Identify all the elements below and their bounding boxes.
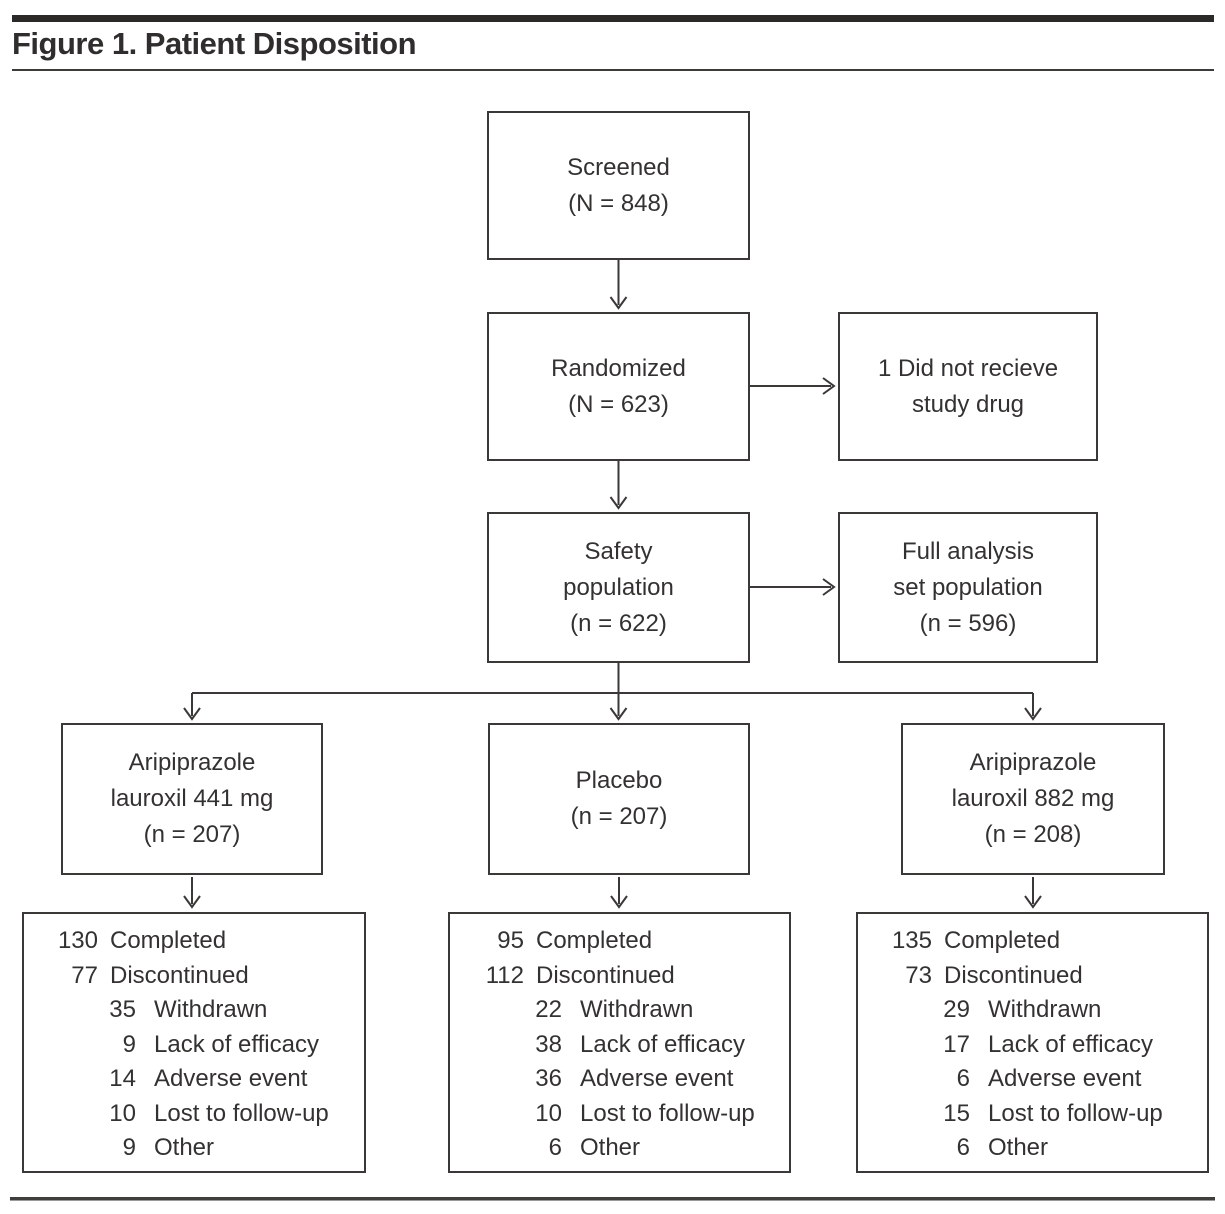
arm-441-count: (n = 207)	[143, 821, 241, 848]
did-not-receive-line2: study drug	[911, 390, 1025, 418]
arm-882-count: (n = 208)	[984, 821, 1082, 848]
bottom-rule-bar	[10, 1197, 1215, 1201]
arrowhead-safety-fas	[822, 578, 836, 596]
safety-line1: Safety	[584, 537, 653, 565]
placebo-box: Placebo (n = 207)	[488, 723, 750, 875]
did-not-receive-line1: 1 Did not recieve	[877, 354, 1059, 382]
arm-882-line1: Aripiprazole	[969, 749, 1097, 776]
full-analysis-box: Full analysis set population (n = 596)	[838, 512, 1098, 663]
arrowhead-arm441-outcomes	[183, 895, 201, 909]
arm-441-box: Aripiprazole lauroxil 441 mg (n = 207)	[61, 723, 323, 875]
full-analysis-line1: Full analysis	[901, 537, 1035, 565]
arrowhead-randomized-safety	[609, 496, 628, 510]
screened-box: Screened (N = 848)	[487, 111, 750, 260]
top-rule-bar	[12, 15, 1214, 22]
figure-title: Figure 1. Patient Disposition	[12, 26, 417, 61]
arrowhead-arm441	[183, 707, 201, 721]
arrowhead-placebo-outcomes	[610, 895, 628, 909]
safety-population-box: Safety population (n = 622)	[487, 512, 750, 663]
arm-882-line2: lauroxil 882 mg	[951, 785, 1115, 812]
arrowhead-placebo	[609, 707, 628, 721]
arrowhead-arm882-outcomes	[1024, 895, 1042, 909]
randomized-count: (N = 623)	[568, 390, 669, 418]
safety-count: (n = 622)	[570, 609, 667, 637]
screened-label: Screened	[567, 153, 670, 181]
full-analysis-line2: set population	[893, 573, 1043, 601]
arm-882-box: Aripiprazole lauroxil 882 mg (n = 208)	[901, 723, 1165, 875]
randomized-box: Randomized (N = 623)	[487, 312, 750, 461]
full-analysis-count: (n = 596)	[919, 609, 1017, 637]
arm-441-line1: Aripiprazole	[128, 749, 256, 776]
arrowhead-screened-randomized	[609, 296, 628, 310]
arrowhead-arm882	[1024, 707, 1042, 721]
title-underline	[12, 69, 1214, 71]
arm-441-line2: lauroxil 441 mg	[110, 785, 274, 812]
did-not-receive-box: 1 Did not recieve study drug	[838, 312, 1098, 461]
placebo-line1: Placebo	[575, 767, 663, 794]
placebo-count: (n = 207)	[570, 803, 668, 830]
arrowhead-randomized-nodrug	[822, 377, 836, 395]
randomized-label: Randomized	[551, 354, 686, 382]
safety-line2: population	[563, 573, 674, 601]
screened-count: (N = 848)	[568, 189, 669, 217]
